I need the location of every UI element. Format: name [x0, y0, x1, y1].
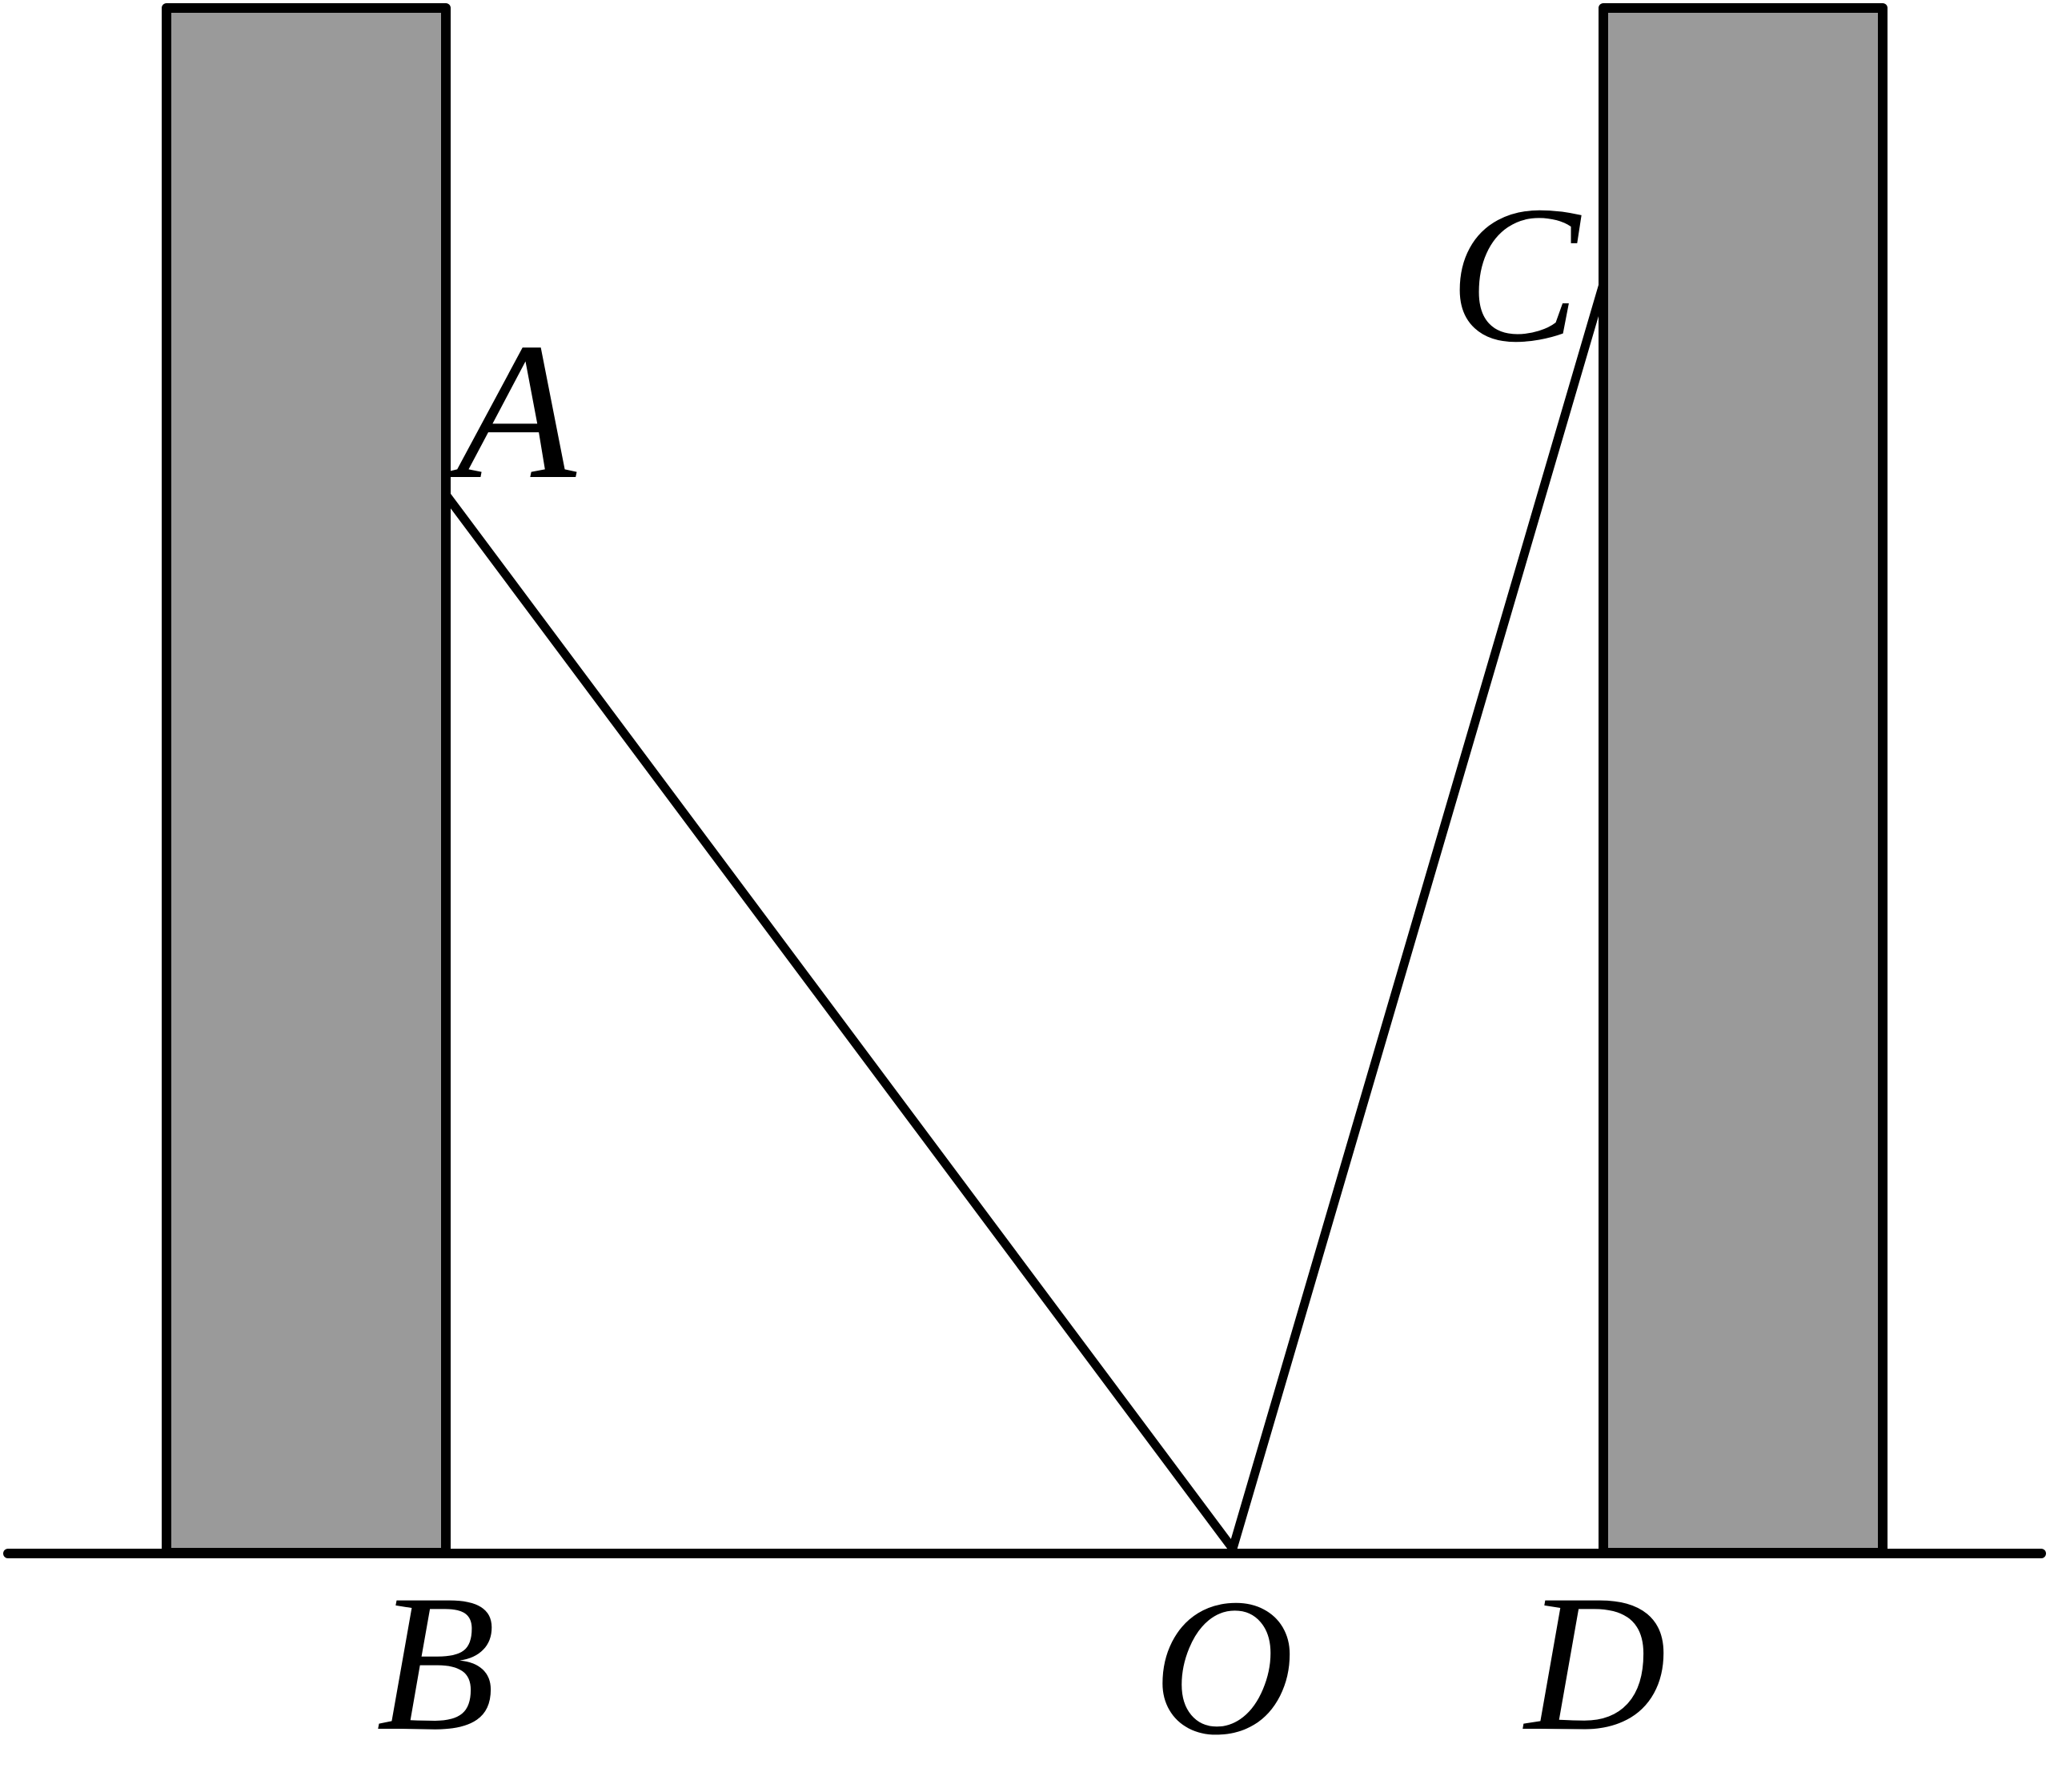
label-B: B	[376, 1554, 496, 1771]
segment-CO	[1228, 279, 1608, 1553]
label-D: D	[1522, 1554, 1667, 1771]
label-O: O	[1153, 1558, 1294, 1775]
segment-AO	[441, 490, 1238, 1553]
right-building	[1599, 3, 1888, 1557]
left-building	[162, 3, 451, 1557]
label-A: A	[445, 303, 577, 519]
label-C: C	[1449, 166, 1582, 383]
